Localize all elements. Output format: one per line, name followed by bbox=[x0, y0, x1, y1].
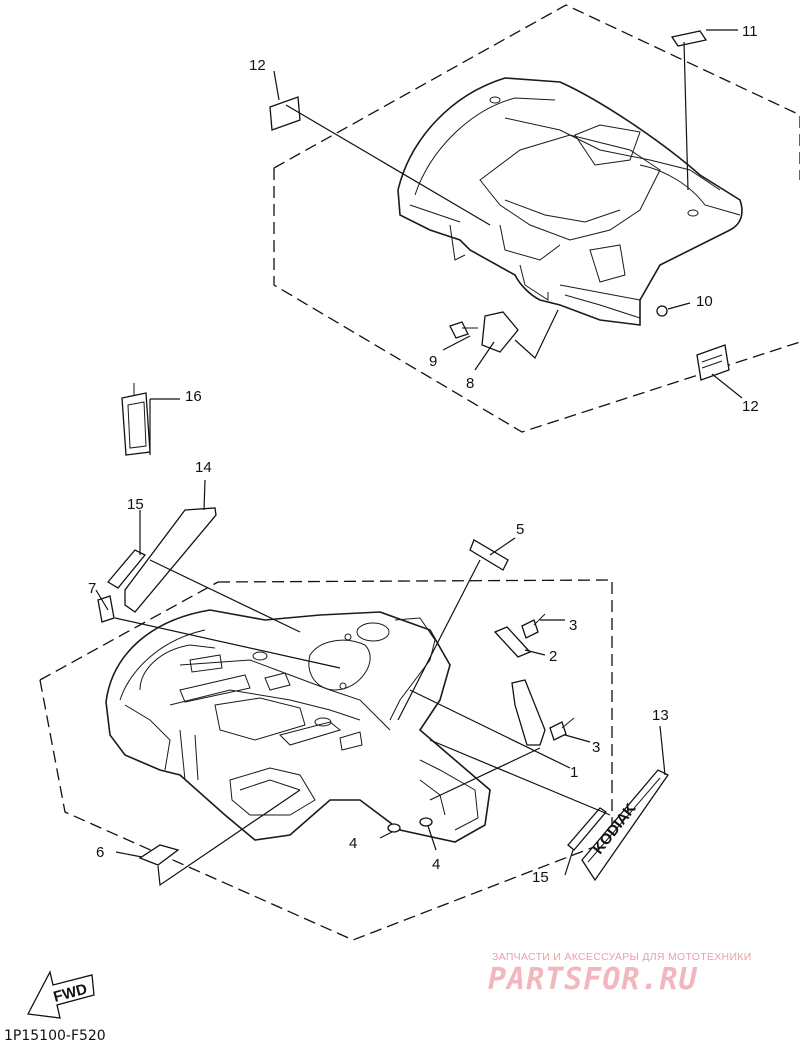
callout-5: 5 bbox=[516, 521, 524, 538]
cover-1 bbox=[511, 679, 546, 746]
washer-4b bbox=[419, 817, 433, 827]
callout-14: 14 bbox=[195, 459, 212, 476]
callout-4-right: 4 bbox=[432, 856, 440, 873]
callout-12-bottom: 12 bbox=[742, 398, 759, 415]
callout-9: 9 bbox=[429, 353, 437, 370]
emblem-7 bbox=[97, 595, 115, 623]
callout-8: 8 bbox=[466, 375, 474, 392]
callout-6: 6 bbox=[96, 844, 104, 861]
watermark-tagline: ЗАПЧАСТИ И АКСЕССУАРЫ ДЛЯ МОТОТЕХНИКИ bbox=[492, 951, 752, 963]
front-fender-group: KODIAK bbox=[39, 383, 669, 941]
decal-14 bbox=[124, 507, 217, 613]
lid-8 bbox=[481, 311, 519, 353]
callout-3-bottom: 3 bbox=[592, 739, 600, 756]
callout-11: 11 bbox=[742, 23, 758, 40]
screw-3b bbox=[549, 717, 575, 741]
decal-15-right bbox=[567, 807, 607, 851]
callout-1: 1 bbox=[570, 764, 578, 781]
callout-15-right: 15 bbox=[532, 869, 549, 886]
grommet-10 bbox=[656, 305, 668, 317]
callout-16: 16 bbox=[185, 388, 202, 405]
lid-2 bbox=[493, 626, 532, 658]
decal-6 bbox=[138, 844, 180, 866]
fwd-arrow: FWD bbox=[26, 970, 95, 1019]
decal-15-left bbox=[107, 549, 147, 589]
decal-5 bbox=[469, 539, 509, 571]
decal-11 bbox=[670, 30, 708, 47]
screw-9 bbox=[449, 321, 478, 339]
callout-15-left: 15 bbox=[127, 496, 144, 513]
rear-fender-group bbox=[269, 4, 800, 433]
callout-10: 10 bbox=[696, 293, 713, 310]
front-fender bbox=[105, 609, 491, 843]
rear-fender bbox=[397, 77, 743, 326]
decal-12-bottom bbox=[696, 344, 730, 381]
callout-4-left: 4 bbox=[349, 835, 357, 852]
watermark-brand: PARTSFOR.RU bbox=[488, 962, 698, 997]
decal-12-top bbox=[269, 96, 301, 131]
callouts: 11 12 10 9 8 12 16 14 15 5 7 3 2 13 3 1 … bbox=[88, 23, 759, 886]
callout-12-top: 12 bbox=[249, 57, 266, 74]
callout-13: 13 bbox=[652, 707, 669, 724]
washer-4a bbox=[387, 823, 401, 833]
screw-3a bbox=[521, 613, 546, 639]
callout-7: 7 bbox=[88, 580, 96, 597]
callout-3-top: 3 bbox=[569, 617, 577, 634]
part-code: 1P15100-F520 bbox=[4, 1028, 106, 1044]
callout-2: 2 bbox=[549, 648, 557, 665]
